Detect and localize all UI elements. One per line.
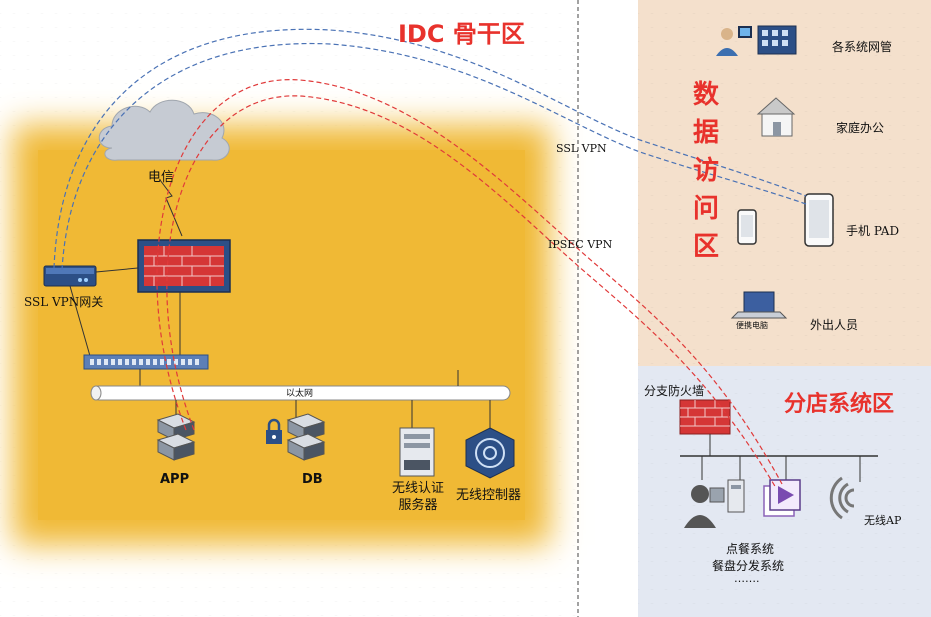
wireless-ap-icon: [829, 476, 855, 520]
branch-zone-title: 分店系统区: [784, 392, 895, 417]
data-access-title-char: 数: [692, 80, 719, 110]
telecom-link: [159, 179, 183, 237]
db-server-icon: [286, 413, 326, 461]
auth-server-icon: [399, 427, 435, 477]
ssl-vpn-tunnel: [53, 28, 807, 271]
laptop-icon: [730, 291, 788, 319]
data-access-title-char: 问: [692, 194, 719, 224]
wireless-auth-label: 无线认证 服务器: [392, 480, 444, 514]
ssl-gateway-label: SSL VPN网关: [24, 295, 104, 309]
data-access-title-char: 访: [692, 156, 719, 186]
idc-core-area: [38, 150, 525, 520]
mobile-pad-label: 手机 PAD: [846, 224, 900, 238]
db-label: DB: [302, 472, 323, 487]
data-access-title-char: 据: [692, 118, 719, 148]
ordering-system-label: 点餐系统: [726, 542, 775, 556]
gateway-switch-link: [69, 285, 91, 357]
ssl-vpn-label: SSL VPN: [556, 142, 607, 155]
data-access-zone: [638, 0, 931, 366]
ethernet-bus: [90, 385, 511, 401]
app-server-icon: [156, 413, 196, 461]
dispatch-system-icon: [763, 479, 801, 517]
app-label: APP: [160, 472, 190, 487]
ethernet-label: 以太网: [286, 389, 314, 399]
dish-dispatch-label: 餐盘分发系统: [712, 559, 785, 573]
pos-terminal-icon: [684, 479, 745, 528]
telecom-cloud-icon: [98, 99, 230, 161]
home-office-label: 家庭办公: [836, 121, 885, 135]
gateway-firewall-link: [95, 267, 139, 273]
tablet-icon: [804, 193, 834, 247]
idc-zone-title: IDC 骨干区: [398, 20, 525, 48]
ssl-vpn-gateway-icon: [43, 265, 97, 287]
home-icon: [756, 97, 796, 137]
branch-firewall-label: 分支防火墙: [644, 384, 705, 398]
lock-icon: [266, 418, 282, 444]
field-staff-label: 外出人员: [810, 318, 859, 332]
building-icon: [757, 25, 797, 55]
branch-more-label: …….: [734, 572, 760, 585]
ipsec-vpn-tunnel: [156, 79, 783, 489]
phone-icon: [737, 209, 757, 245]
branch-firewall-icon: [679, 399, 731, 435]
wireless-auth-label-line: 无线认证: [392, 481, 445, 496]
core-switch-icon: [83, 354, 209, 370]
wireless-controller-icon: [465, 427, 515, 479]
wireless-auth-label-line: 服务器: [398, 498, 438, 513]
data-access-zone-title: 数 据 访 问 区: [688, 76, 724, 266]
wireless-ap-label: 无线AP: [864, 514, 902, 527]
network-admin-icon: [716, 26, 752, 56]
telecom-label: 电信: [148, 170, 175, 185]
data-access-title-char: 区: [692, 232, 719, 262]
laptop-caption: 便携电脑: [736, 321, 768, 330]
network-mgmt-label: 各系统网管: [832, 40, 893, 54]
core-firewall-icon: [137, 239, 231, 293]
ipsec-vpn-label: IPSEC VPN: [548, 238, 613, 251]
wireless-controller-label: 无线控制器: [456, 488, 522, 503]
